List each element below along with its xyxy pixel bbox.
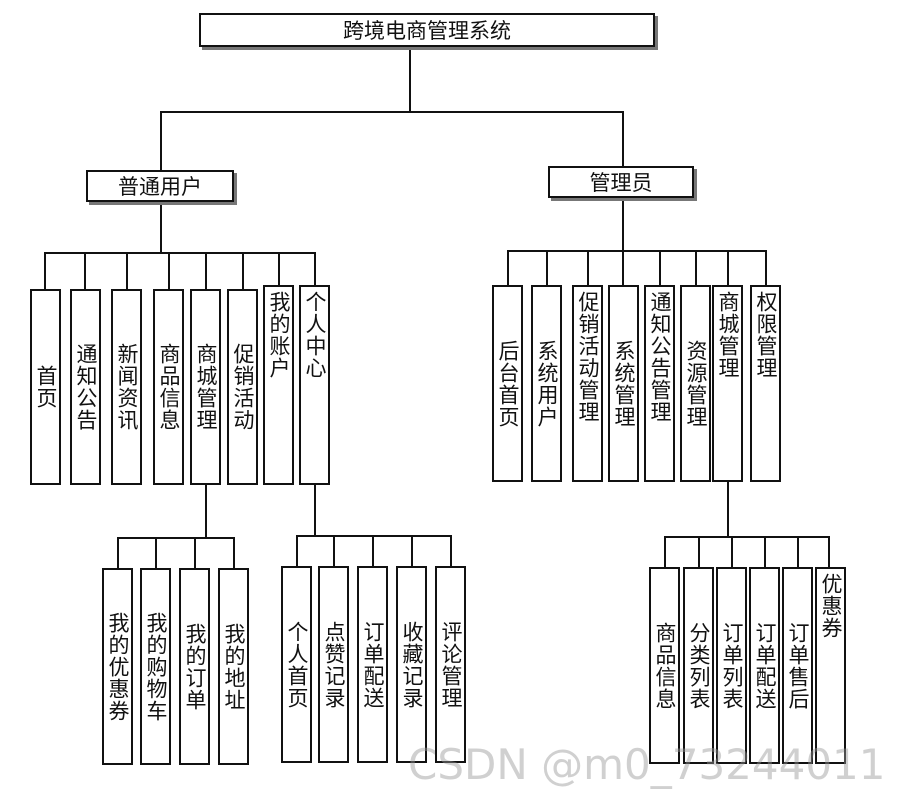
- admin-leg: [659, 250, 661, 286]
- node-user-mall: 商城管理: [190, 289, 221, 485]
- user-leg: [84, 252, 86, 290]
- node-admin-notices: 通知公告管理: [644, 285, 675, 482]
- admin-leg: [727, 250, 729, 286]
- admin-leg: [622, 250, 624, 286]
- user-leg: [44, 252, 46, 290]
- admin-mall-leg: [698, 536, 700, 568]
- node-order-delivery: 订单配送: [357, 566, 388, 763]
- node-admin-coupons: 优惠券: [815, 567, 846, 764]
- admin-mall-stem: [727, 482, 729, 537]
- user-stem: [160, 201, 162, 253]
- center-leg: [333, 535, 335, 567]
- node-admin-categories: 分类列表: [683, 567, 714, 764]
- node-admin-order-list: 订单列表: [716, 567, 747, 764]
- center-leg: [372, 535, 374, 567]
- node-admin-home: 后台首页: [492, 285, 523, 482]
- node-user-center: 个人中心: [299, 285, 330, 485]
- node-admin-system: 系统管理: [608, 285, 639, 482]
- node-my-cart: 我的购物车: [140, 568, 171, 765]
- user-leg: [126, 252, 128, 290]
- user-drop: [160, 111, 162, 171]
- node-admin-after-sales: 订单售后: [782, 567, 813, 764]
- user-leg: [205, 252, 207, 290]
- node-user-notices: 通知公告: [70, 289, 101, 485]
- account-leg: [155, 537, 157, 569]
- node-user: 普通用户: [86, 170, 234, 202]
- node-admin-product-info: 商品信息: [649, 567, 680, 764]
- admin-mall-leg: [828, 536, 830, 568]
- admin-mall-leg: [797, 536, 799, 568]
- user-leg: [168, 252, 170, 290]
- node-favorites: 收藏记录: [396, 566, 427, 763]
- node-user-home: 首页: [30, 289, 61, 485]
- admin-mall-leg: [731, 536, 733, 568]
- node-comments: 评论管理: [435, 566, 466, 763]
- admin-leg: [587, 250, 589, 286]
- admin-leg: [507, 250, 509, 286]
- node-personal-home: 个人首页: [281, 566, 312, 763]
- node-admin: 管理员: [548, 166, 694, 198]
- watermark: CSDN @m0_73244011: [408, 740, 886, 789]
- node-admin-order-delivery: 订单配送: [749, 567, 780, 764]
- node-admin-promotions: 促销活动管理: [572, 285, 603, 482]
- node-admin-mall: 商城管理: [712, 285, 743, 482]
- user-leg: [314, 252, 316, 286]
- root-stem: [409, 46, 411, 112]
- admin-bar: [507, 250, 767, 252]
- admin-mall-bar: [664, 536, 830, 538]
- user-leg: [278, 252, 280, 286]
- admin-stem: [622, 197, 624, 251]
- user-bar: [44, 252, 316, 254]
- center-bar: [296, 535, 452, 537]
- admin-leg: [695, 250, 697, 286]
- admin-leg: [546, 250, 548, 286]
- admin-leg: [765, 250, 767, 286]
- node-admin-permissions: 权限管理: [750, 285, 781, 482]
- node-user-products: 商品信息: [153, 289, 184, 485]
- center-leg: [450, 535, 452, 567]
- user-leg: [242, 252, 244, 290]
- node-my-coupons: 我的优惠券: [102, 568, 133, 765]
- center-leg: [411, 535, 413, 567]
- node-admin-resources: 资源管理: [680, 285, 711, 482]
- node-my-addresses: 我的地址: [218, 568, 249, 765]
- node-user-news: 新闻资讯: [111, 289, 142, 485]
- node-likes: 点赞记录: [318, 566, 349, 763]
- account-leg: [117, 537, 119, 569]
- account-leg: [194, 537, 196, 569]
- root-bar: [160, 111, 624, 113]
- admin-drop: [622, 111, 624, 167]
- node-admin-users: 系统用户: [531, 285, 562, 482]
- node-user-promotions: 促销活动: [227, 289, 258, 485]
- account-bar: [117, 537, 235, 539]
- node-my-orders: 我的订单: [179, 568, 210, 765]
- center-leg: [296, 535, 298, 567]
- admin-mall-leg: [664, 536, 666, 568]
- account-leg: [233, 537, 235, 569]
- mall-stem: [205, 484, 207, 538]
- node-user-account: 我的账户: [263, 285, 294, 485]
- center-stem: [314, 484, 316, 536]
- root-node: 跨境电商管理系统: [199, 13, 655, 47]
- admin-mall-leg: [764, 536, 766, 568]
